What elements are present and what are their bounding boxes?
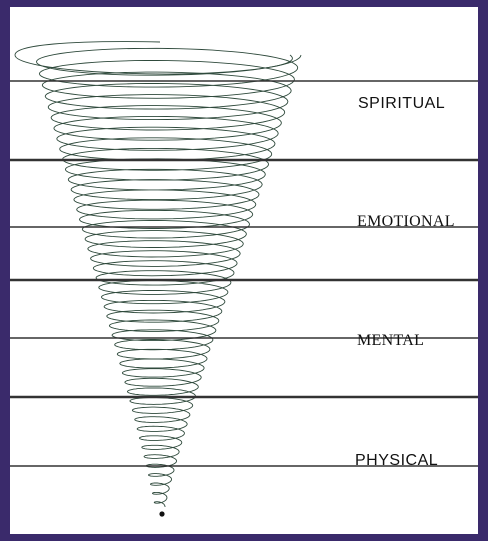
- label-physical: PHYSICAL: [355, 452, 438, 470]
- spiral-path: [37, 48, 302, 507]
- spiral-point: [159, 511, 164, 516]
- level-dividers: [10, 81, 478, 466]
- spiral-vortex: [15, 42, 301, 507]
- label-emotional: EMOTIONAL: [357, 213, 455, 231]
- label-spiritual: SPIRITUAL: [358, 95, 445, 113]
- label-mental: MENTAL: [357, 332, 424, 350]
